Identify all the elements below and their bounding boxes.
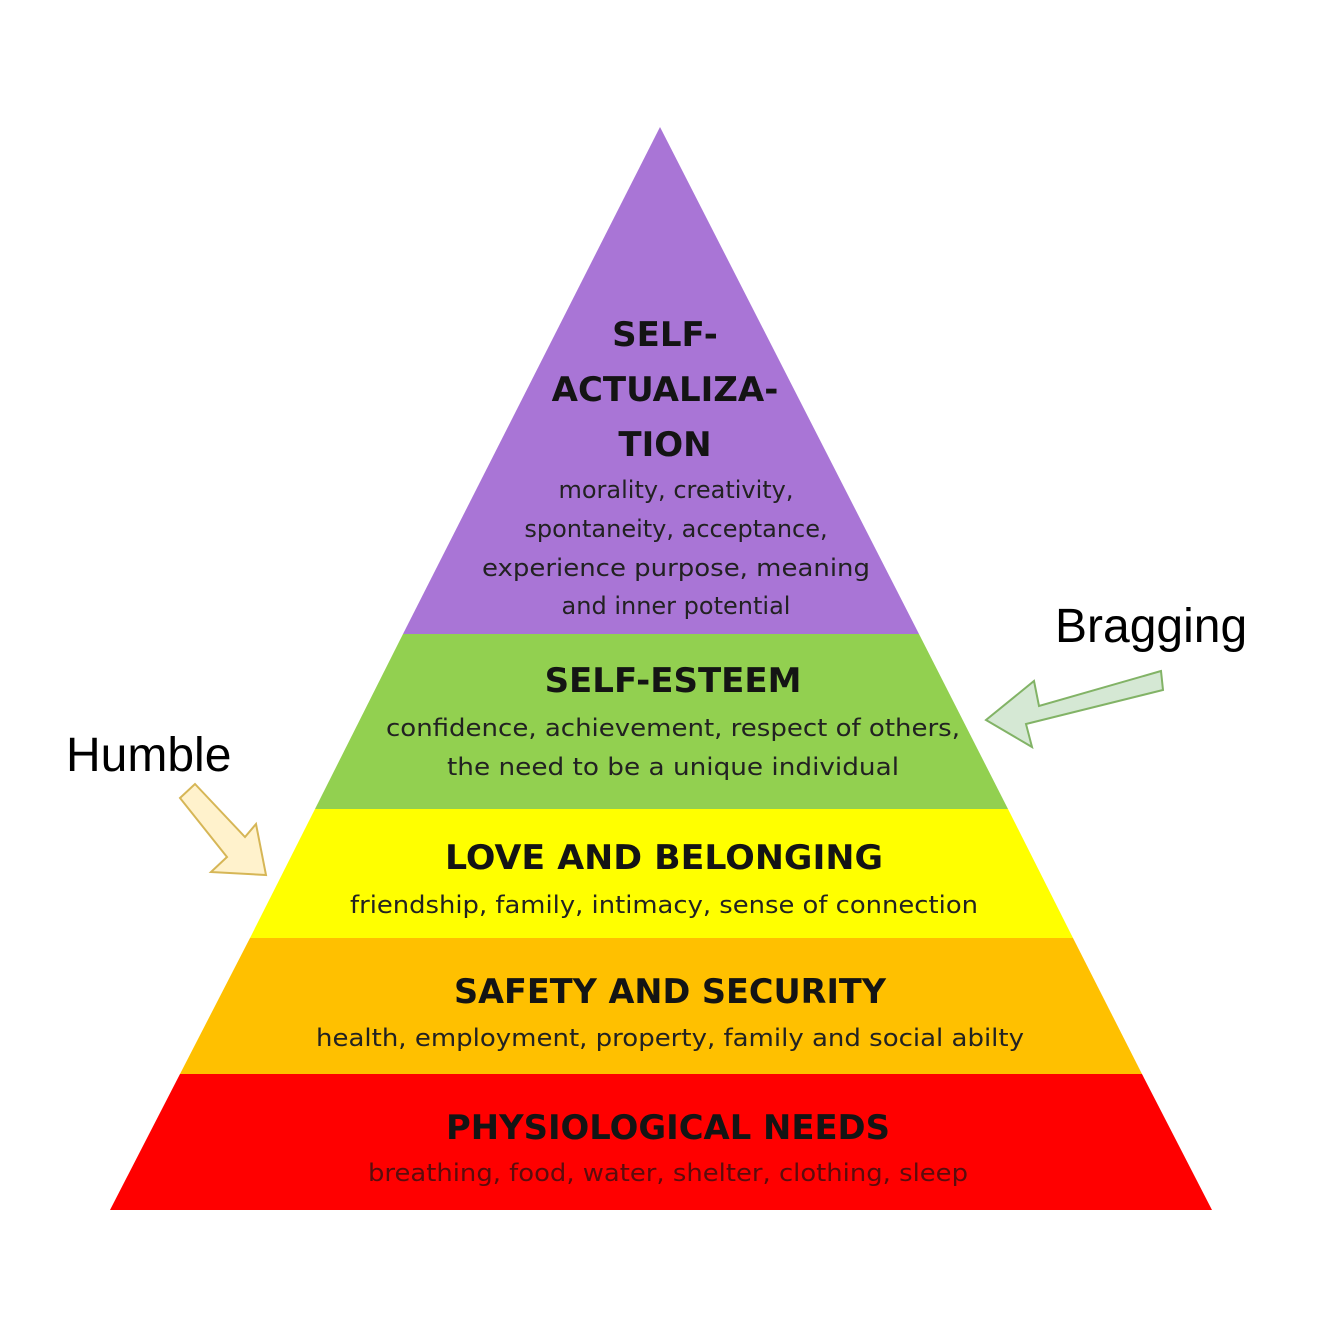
humble-label: Humble bbox=[66, 729, 231, 782]
self-actualization-desc-line-1: morality, creativity, bbox=[558, 476, 793, 504]
level-physiological-needs-text: PHYSIOLOGICAL NEEDS breathing, food, wat… bbox=[368, 1108, 968, 1187]
pyramid-level-self-actualization bbox=[403, 127, 919, 634]
love-and-belonging-desc: friendship, family, intimacy, sense of c… bbox=[350, 891, 978, 919]
safety-and-security-title: SAFETY AND SECURITY bbox=[454, 972, 886, 1012]
self-esteem-title: SELF-ESTEEM bbox=[545, 661, 802, 701]
humble-annotation: Humble bbox=[66, 729, 268, 877]
physiological-needs-title: PHYSIOLOGICAL NEEDS bbox=[446, 1108, 890, 1148]
self-actualization-desc-line-4: and inner potential bbox=[562, 592, 791, 620]
pyramid-level-love-and-belonging bbox=[250, 809, 1073, 938]
self-esteem-desc-line-2: the need to be a unique individual bbox=[447, 753, 899, 781]
pyramid-level-safety-and-security bbox=[180, 938, 1142, 1074]
love-and-belonging-title: LOVE AND BELONGING bbox=[445, 838, 883, 878]
pyramid-level-physiological-needs bbox=[110, 1074, 1212, 1210]
level-self-actualization-text: SELF- ACTUALIZA- TION morality, creativi… bbox=[482, 315, 870, 620]
self-actualization-desc-line-3: experience purpose, meaning bbox=[482, 554, 870, 582]
self-actualization-desc-line-2: spontaneity, acceptance, bbox=[524, 515, 827, 543]
bragging-label: Bragging bbox=[1055, 600, 1247, 653]
self-actualization-title-line-2: ACTUALIZA- bbox=[552, 370, 779, 410]
level-safety-and-security-text: SAFETY AND SECURITY health, employment, … bbox=[316, 972, 1024, 1052]
pyramid bbox=[110, 127, 1212, 1210]
humble-arrow-icon bbox=[178, 782, 268, 877]
level-love-and-belonging-text: LOVE AND BELONGING friendship, family, i… bbox=[350, 838, 978, 919]
bragging-arrow-icon bbox=[984, 669, 1165, 750]
bragging-annotation: Bragging bbox=[984, 600, 1247, 750]
self-esteem-desc-line-1: confidence, achievement, respect of othe… bbox=[386, 714, 960, 742]
safety-and-security-desc: health, employment, property, family and… bbox=[316, 1024, 1024, 1052]
self-actualization-title-line-3: TION bbox=[618, 425, 711, 465]
physiological-needs-desc: breathing, food, water, shelter, clothin… bbox=[368, 1159, 968, 1187]
level-self-esteem-text: SELF-ESTEEM confidence, achievement, res… bbox=[386, 661, 960, 781]
pyramid-level-self-esteem bbox=[315, 634, 1008, 809]
self-actualization-title-line-1: SELF- bbox=[612, 315, 718, 355]
